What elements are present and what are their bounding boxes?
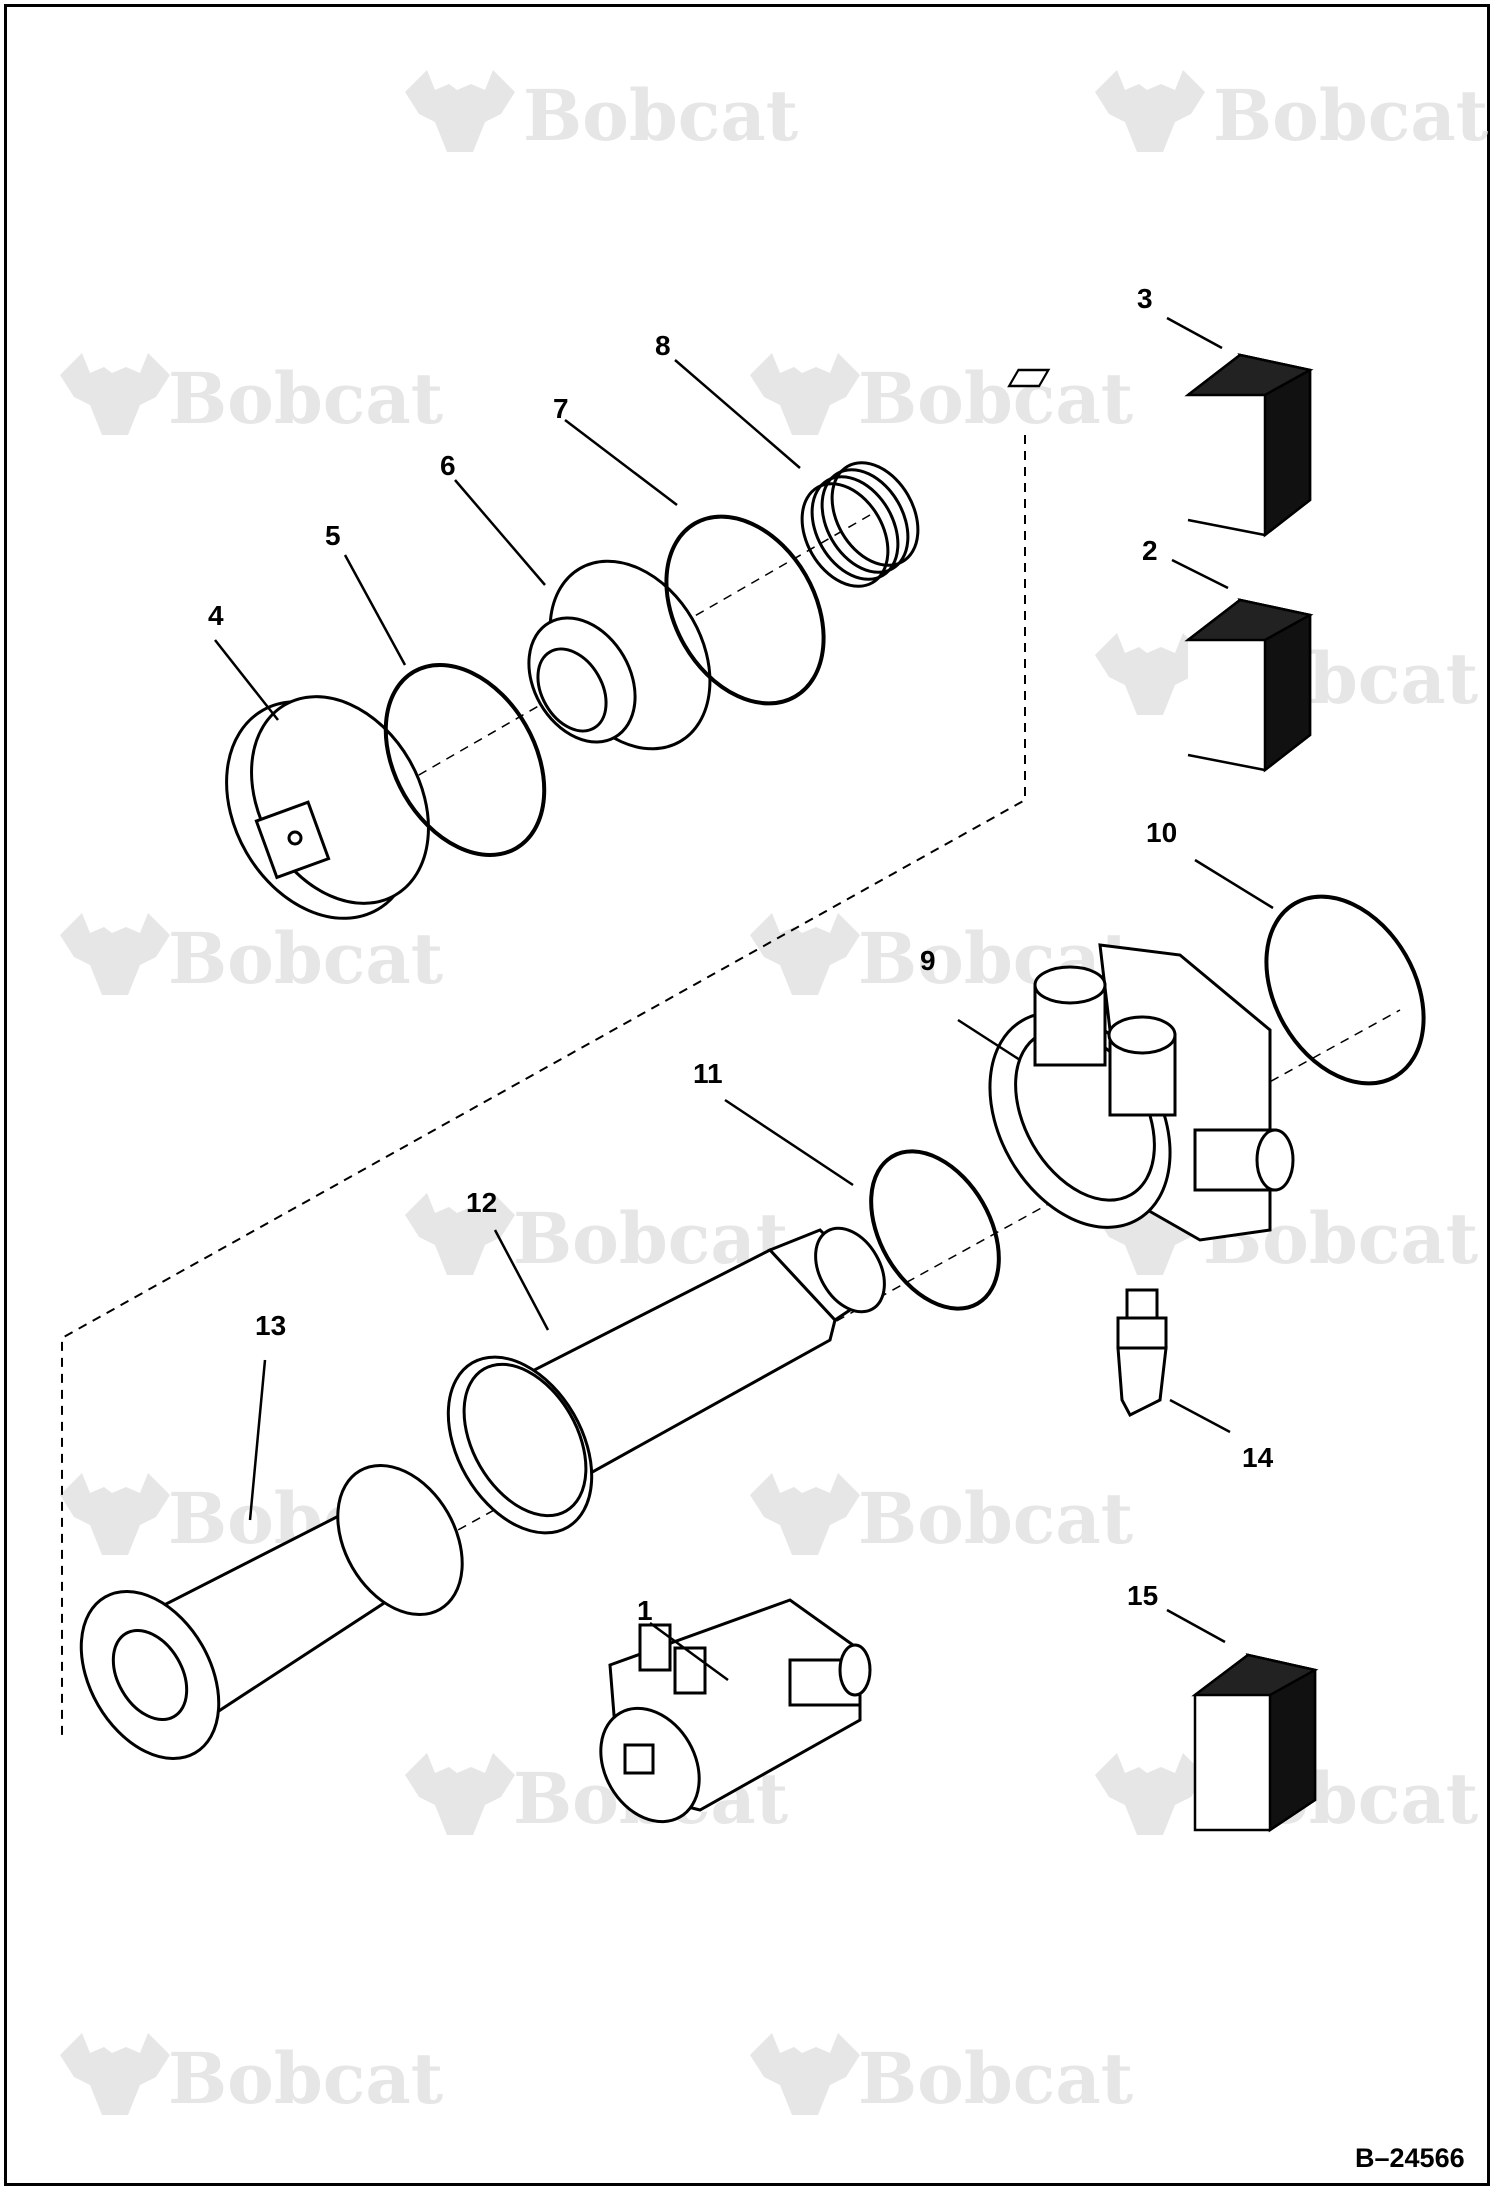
watermark: Bobcat: [60, 353, 443, 440]
svg-text:Bobcat: Bobcat: [168, 2037, 443, 2120]
watermark: Bobcat: [405, 1193, 788, 1280]
part-6-retainer: [527, 559, 712, 751]
part-4-cover: [225, 695, 430, 920]
watermark-layer: Bobcat Bobcat Bobcat Bobcat Bobcat Bobca…: [60, 70, 1488, 2120]
watermark: Bobcat: [750, 2033, 1133, 2120]
part-8-spring: [800, 461, 920, 588]
callout-1: 1: [637, 1595, 653, 1626]
watermark: Bobcat: [750, 1473, 1133, 1560]
watermark: Bobcat: [60, 2033, 443, 2120]
callout-6: 6: [440, 450, 456, 481]
callout-9: 9: [920, 945, 936, 976]
watermark: Bobcat: [60, 913, 443, 1000]
part-11-o-ring: [869, 1149, 1001, 1311]
callout-2: 2: [1142, 535, 1158, 566]
part-14-indicator: [1116, 1288, 1168, 1417]
svg-text:Bobcat: Bobcat: [523, 74, 798, 157]
part-12-bowl: [446, 1226, 886, 1535]
part-2-decal: [1184, 598, 1314, 773]
leader-lines: [214, 316, 1274, 1682]
svg-text:Bobcat: Bobcat: [858, 357, 1133, 440]
callout-15: 15: [1127, 1580, 1158, 1611]
callout-7: 7: [553, 393, 569, 424]
svg-text:Bobcat: Bobcat: [168, 357, 443, 440]
part-10-o-ring: [1264, 894, 1426, 1086]
callout-12: 12: [466, 1187, 497, 1218]
callout-11: 11: [693, 1058, 723, 1089]
watermark: Bobcat: [750, 353, 1133, 440]
dashed-assembly-outline: [61, 435, 1026, 1735]
part-15-decal: [1191, 1653, 1319, 1833]
callout-13: 13: [255, 1310, 286, 1341]
callout-8: 8: [655, 330, 671, 361]
figure-id: B–24566: [1355, 2143, 1465, 2173]
watermark: Bobcat: [405, 70, 798, 157]
part-1-filter-assembly: [599, 1598, 872, 1824]
part-13-filter-element: [79, 1463, 464, 1761]
part-3-decal: [1007, 353, 1314, 538]
callout-4: 4: [208, 600, 224, 631]
svg-text:Bobcat: Bobcat: [168, 917, 443, 1000]
callout-5: 5: [325, 520, 341, 551]
callout-14: 14: [1242, 1442, 1274, 1473]
svg-text:Bobcat: Bobcat: [858, 1477, 1133, 1560]
callout-3: 3: [1137, 283, 1153, 314]
svg-text:Bobcat: Bobcat: [1213, 74, 1488, 157]
svg-text:Bobcat: Bobcat: [858, 2037, 1133, 2120]
part-9-housing-head: [988, 943, 1295, 1242]
callout-labels: 3 2 4 5 6 7 8 9 10 11 12 13 14 1 15: [208, 283, 1274, 1626]
callout-10: 10: [1146, 817, 1177, 848]
part-7-ring: [664, 514, 826, 706]
watermark: Bobcat: [1095, 70, 1488, 157]
part-5-o-ring: [383, 662, 547, 858]
diagram-frame: [4, 4, 1490, 2186]
